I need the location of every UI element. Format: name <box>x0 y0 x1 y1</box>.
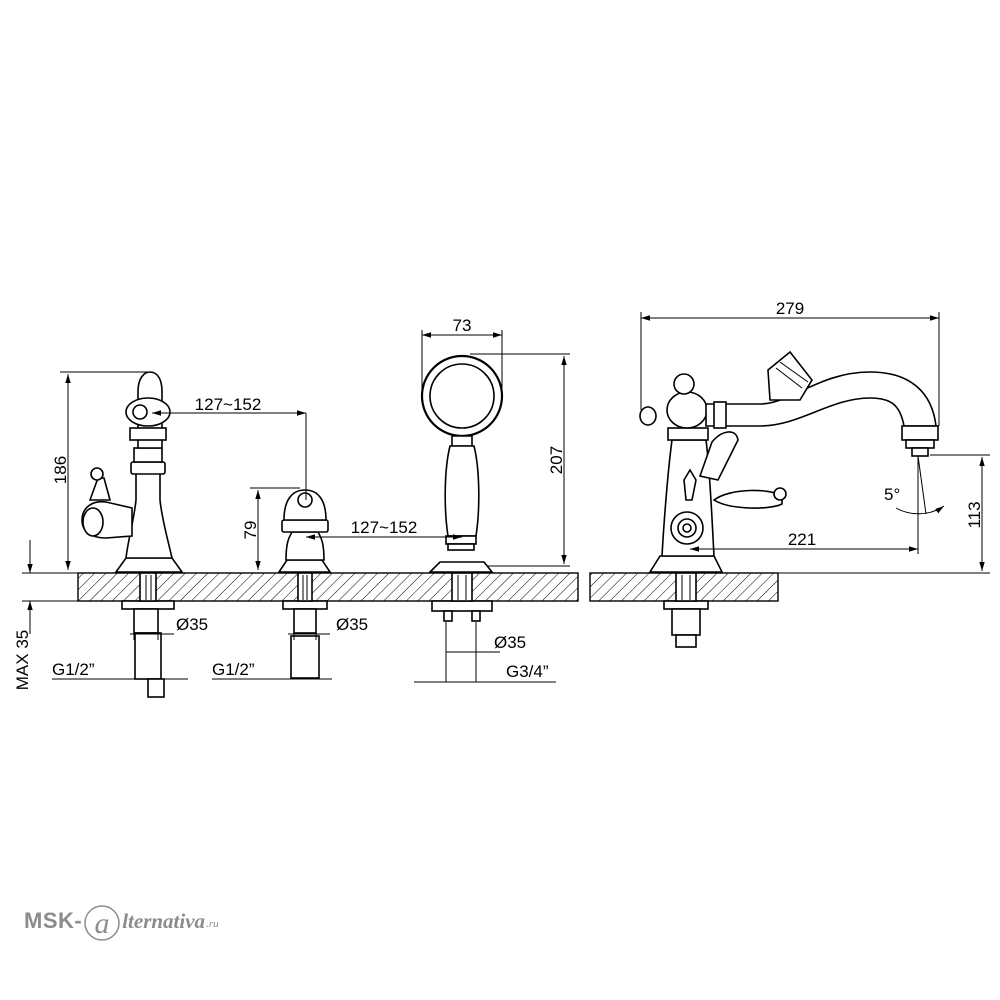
dim-thread-1: G1/2” <box>52 660 95 679</box>
dim-dia-1: Ø35 <box>176 615 208 634</box>
watermark-suffix: .ru <box>206 918 219 930</box>
diverter-drawing <box>277 489 332 679</box>
dim-spout-outlet-height: 113 <box>965 501 984 528</box>
dim-spout-angle: 5° <box>884 485 900 504</box>
dim-thread-3: G3/4” <box>506 662 549 681</box>
dim-handshower-width: 73 <box>453 316 472 335</box>
dim-spout-length: 279 <box>776 299 804 318</box>
watermark-left-text: MSK- <box>24 908 83 933</box>
at-sign-icon: a <box>84 905 120 941</box>
dim-spacing-2: 127~152 <box>351 518 418 537</box>
dim-max-deck: MAX 35 <box>13 630 32 690</box>
dim-thread-2: G1/2” <box>212 660 255 679</box>
watermark-logo: MSK- a lternativa .ru <box>24 893 219 949</box>
watermark-right-text: lternativa <box>122 908 206 933</box>
dim-spacing-1: 127~152 <box>195 395 262 414</box>
dimension-lines <box>22 312 990 683</box>
deck-slab-left <box>77 572 579 602</box>
svg-text:a: a <box>95 907 110 940</box>
dim-spout-reach: 221 <box>788 530 816 549</box>
dim-handshower-height: 207 <box>547 446 566 474</box>
mixer-valve-drawing <box>81 371 184 698</box>
dim-lever-height: 79 <box>241 521 260 540</box>
handshower-drawing <box>420 354 504 622</box>
dim-dia-3: Ø35 <box>494 633 526 652</box>
dim-spout-height: 186 <box>51 456 70 484</box>
side-view-drawing <box>639 350 939 648</box>
dim-dia-2: Ø35 <box>336 615 368 634</box>
